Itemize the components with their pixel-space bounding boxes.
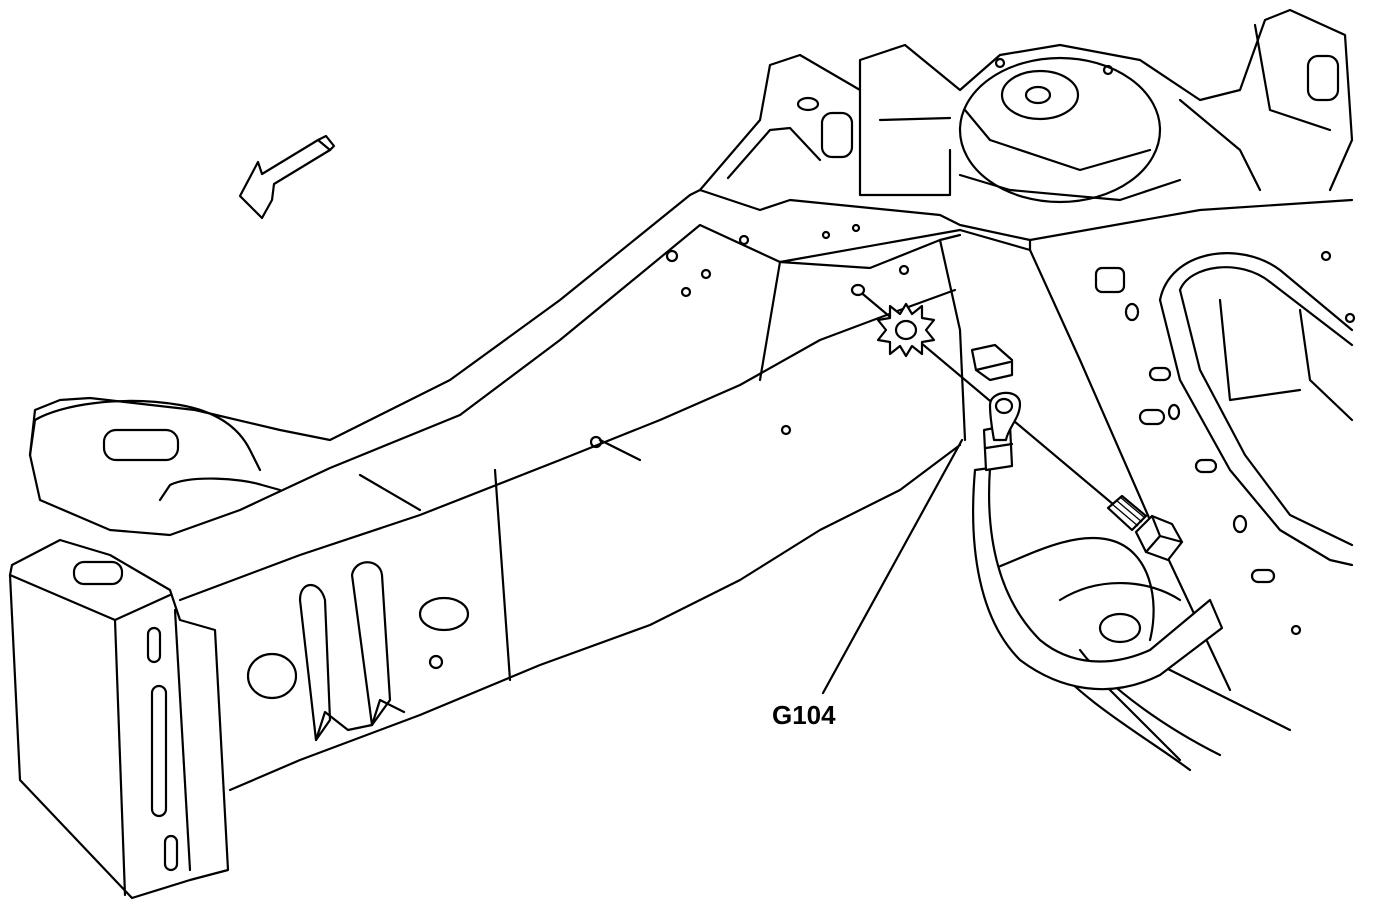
wheelhouse-opening — [1158, 252, 1354, 567]
ring-terminal-icon — [988, 391, 1022, 442]
rail-reliefs — [246, 223, 910, 742]
panel-holes — [1094, 250, 1356, 636]
rail-bracket — [28, 399, 282, 502]
weld-nut-icon — [850, 283, 866, 297]
ground-location-label: G104 — [772, 700, 836, 730]
bolt-icon — [1106, 494, 1184, 562]
frame-rail — [28, 188, 1354, 792]
bumper-mount-block — [8, 538, 230, 900]
direction-arrow-icon — [238, 134, 336, 220]
upper-body-structure — [698, 8, 1354, 204]
ground-fastener-assembly — [850, 283, 1184, 562]
callout-leader — [821, 438, 964, 695]
star-washer-icon — [876, 302, 936, 358]
